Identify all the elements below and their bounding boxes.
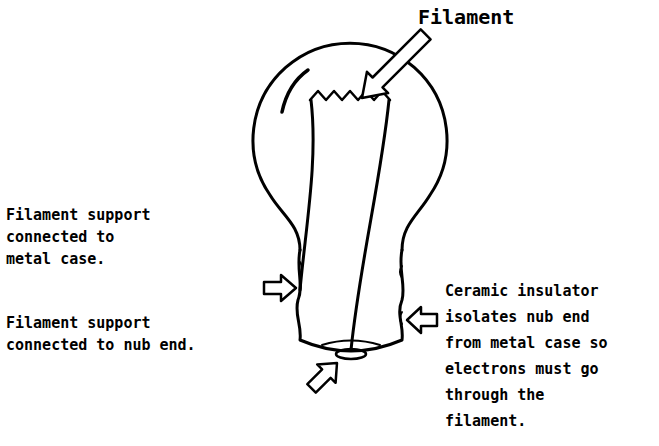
callout-arrows <box>264 24 437 398</box>
callout-arrow <box>264 275 296 301</box>
bulb <box>253 43 447 359</box>
glass-highlight <box>282 70 308 112</box>
metal-case <box>297 250 403 351</box>
filament-support-nub <box>351 100 389 350</box>
callout-note: Filament support connected to nub end. <box>6 312 206 356</box>
glass-globe <box>253 43 447 250</box>
callout-arrow <box>407 307 437 333</box>
callout-note: Ceramic insulator isolates nub end from … <box>445 278 617 434</box>
part-title: Filament <box>418 4 618 30</box>
case-thread <box>300 262 402 324</box>
callout-note: Filament support connected to metal case… <box>6 204 156 270</box>
filament-support-case <box>300 100 313 290</box>
callout-arrow <box>302 354 346 398</box>
callout-arrow <box>351 24 436 109</box>
